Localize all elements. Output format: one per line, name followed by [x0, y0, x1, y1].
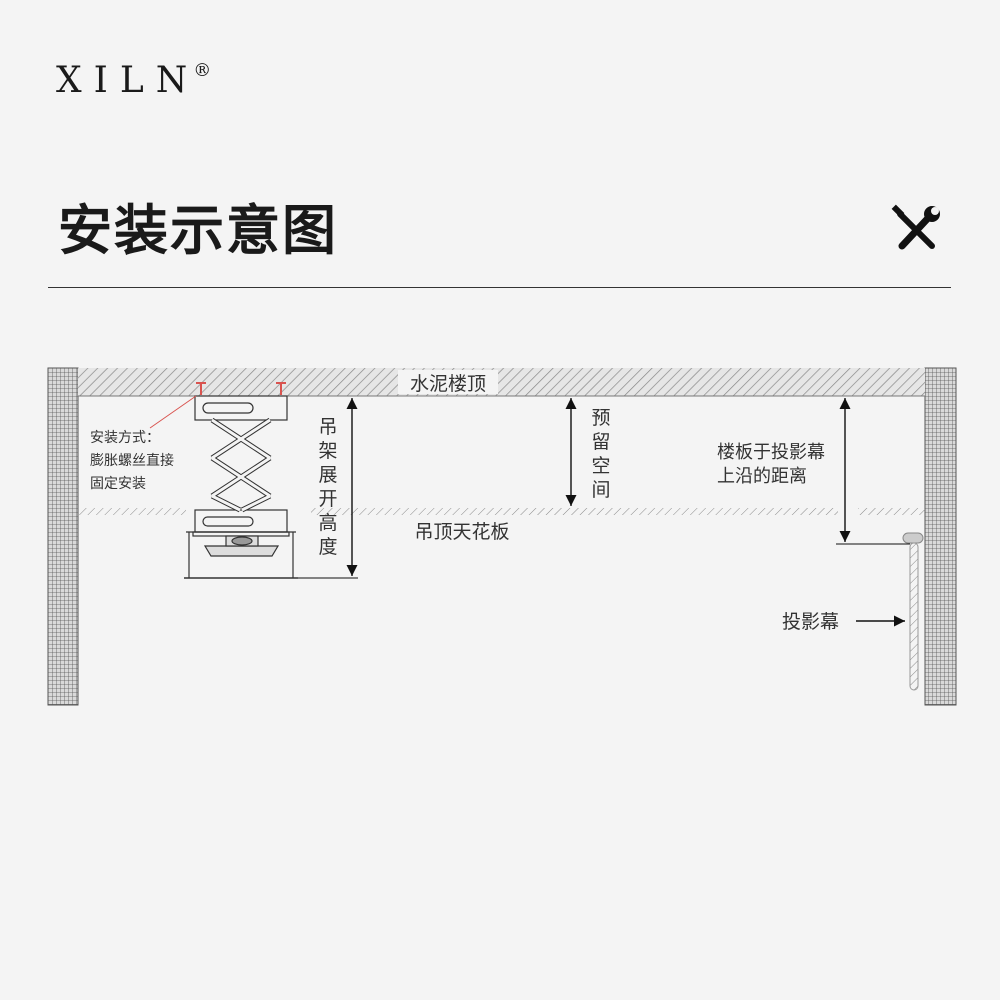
right-wall — [924, 367, 957, 706]
svg-text:高: 高 — [318, 512, 337, 534]
install-method-line1: 安装方式： — [90, 430, 160, 446]
concrete-ceiling-label: 水泥楼顶 — [410, 373, 486, 395]
header-divider — [48, 287, 951, 288]
reserved-space-label: 预 留 空 间 — [591, 407, 610, 501]
install-method-line2: 膨胀螺丝直接 — [90, 452, 174, 469]
install-method-line3: 固定安装 — [90, 476, 146, 492]
suspended-ceiling-label: 吊顶天花板 — [414, 521, 509, 543]
suspended-ceiling — [78, 508, 925, 515]
left-wall — [47, 367, 79, 706]
brand-name: XILN — [56, 60, 200, 101]
scissor-lift — [184, 395, 298, 579]
svg-text:间: 间 — [591, 479, 610, 501]
svg-text:空: 空 — [591, 455, 610, 477]
projection-screen — [902, 532, 924, 691]
tools-icon — [891, 204, 940, 250]
svg-text:度: 度 — [318, 536, 337, 558]
anchor-bolts — [196, 382, 286, 395]
concrete-ceiling — [78, 368, 925, 396]
svg-text:开: 开 — [318, 488, 337, 510]
projector — [203, 535, 280, 557]
svg-text:展: 展 — [318, 464, 337, 486]
svg-text:预: 预 — [591, 407, 610, 429]
lift-height-label: 吊 架 展 开 高 度 — [318, 416, 337, 558]
svg-text:留: 留 — [591, 431, 610, 453]
projection-screen-label: 投影幕 — [782, 611, 839, 633]
page-title: 安装示意图 — [58, 199, 338, 262]
svg-text:架: 架 — [318, 440, 337, 462]
registered-mark: ® — [193, 60, 212, 81]
install-callout-line — [149, 395, 197, 429]
floor-to-screen-line1: 楼板于投影幕 — [717, 442, 825, 463]
floor-to-screen-line2: 上沿的距离 — [717, 466, 807, 487]
brand-logo: XILN® — [56, 60, 211, 101]
svg-text:吊: 吊 — [318, 416, 337, 438]
